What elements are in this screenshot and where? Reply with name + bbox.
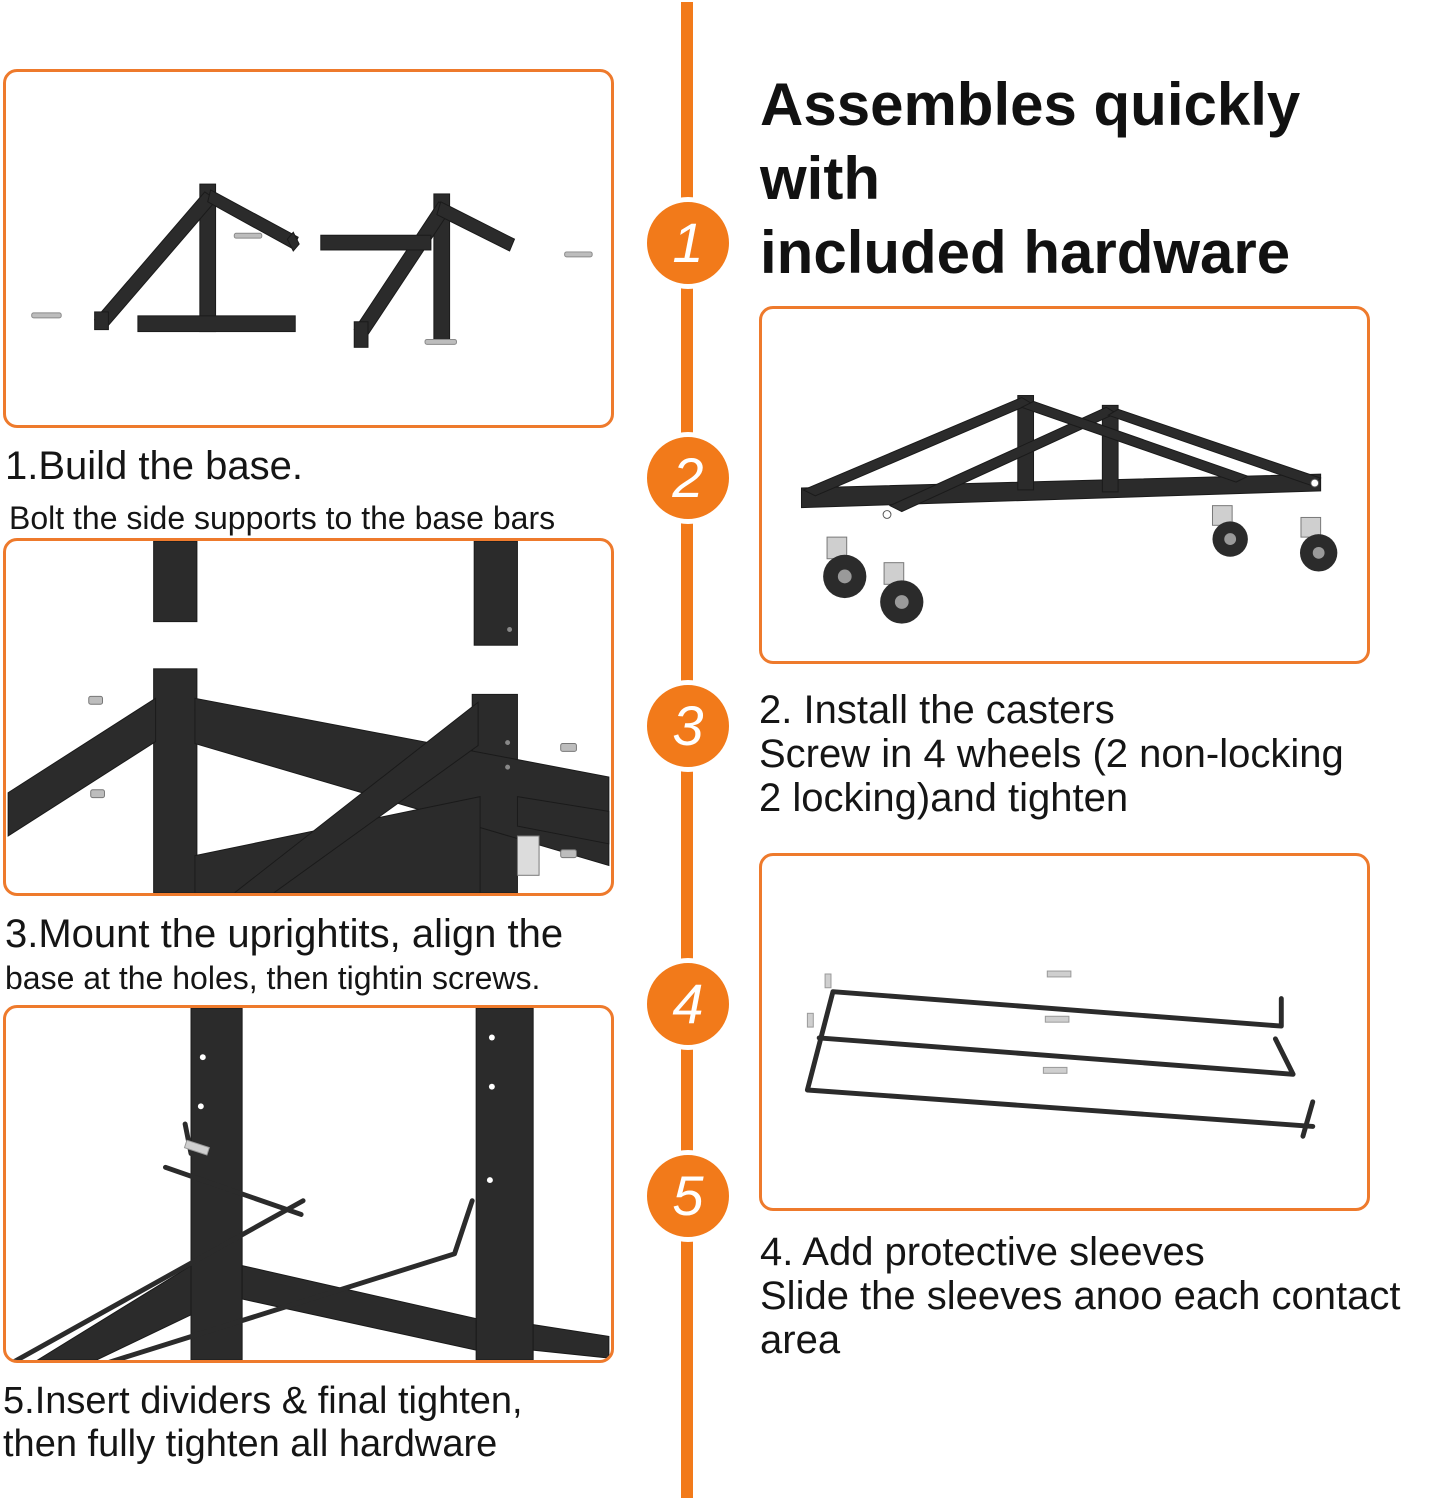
uprights-drawing: [7, 541, 610, 893]
caster-wheels: [823, 505, 1338, 624]
step-4-detail-2: area: [760, 1318, 841, 1362]
headline-line-1: Assembles quickly with: [760, 71, 1301, 212]
step-badge-2: 2: [642, 432, 734, 524]
casters-drawing: [800, 395, 1338, 624]
step-badge-5: 5: [642, 1150, 734, 1242]
step-1-caption: 1.Build the base. Bolt the side supports…: [5, 444, 555, 538]
headline-line-2: included hardware: [760, 219, 1291, 286]
step-2-caption: 2. Install the casters Screw in 4 wheels…: [759, 688, 1344, 820]
page-headline: Assembles quickly with included hardware: [760, 68, 1430, 290]
step-badge-4: 4: [642, 958, 734, 1050]
step-4-illustration: [759, 853, 1370, 1211]
step-4-detail: Slide the sleeves anoo each contact: [760, 1274, 1401, 1318]
step-5-illustration: [3, 1005, 614, 1363]
step-3-detail: base at the holes, then tightin screws.: [5, 960, 541, 996]
step-1-detail: Bolt the side supports to the base bars: [9, 500, 556, 536]
step-3-title: 3.Mount the uprightits, align the: [5, 912, 564, 956]
base-frames-drawing: [31, 183, 593, 348]
step-2-title: 2. Install the casters: [759, 688, 1115, 732]
step-2-illustration: [759, 306, 1370, 664]
step-5-caption: 5.Insert dividers & final tighten, then …: [3, 1380, 523, 1466]
step-2-detail: Screw in 4 wheels (2 non-locking: [759, 732, 1344, 776]
step-3-caption: 3.Mount the uprightits, align the base a…: [5, 912, 563, 1000]
step-badge-1: 1: [642, 197, 734, 289]
step-5-title: 5.Insert dividers & final tighten,: [3, 1380, 523, 1422]
step-2-detail-2: 2 locking)and tighten: [759, 776, 1129, 820]
step-4-title: 4. Add protective sleeves: [760, 1230, 1205, 1274]
step-1-title: 1.Build the base.: [5, 444, 303, 488]
step-3-illustration: [3, 538, 614, 896]
sleeves-drawing: [804, 970, 1316, 1139]
dividers-drawing: [12, 1008, 610, 1360]
step-4-caption: 4. Add protective sleeves Slide the slee…: [760, 1230, 1400, 1362]
step-1-illustration: [3, 69, 614, 428]
step-5-detail: then fully tighten all hardware: [3, 1423, 498, 1465]
step-badge-3: 3: [642, 680, 734, 772]
